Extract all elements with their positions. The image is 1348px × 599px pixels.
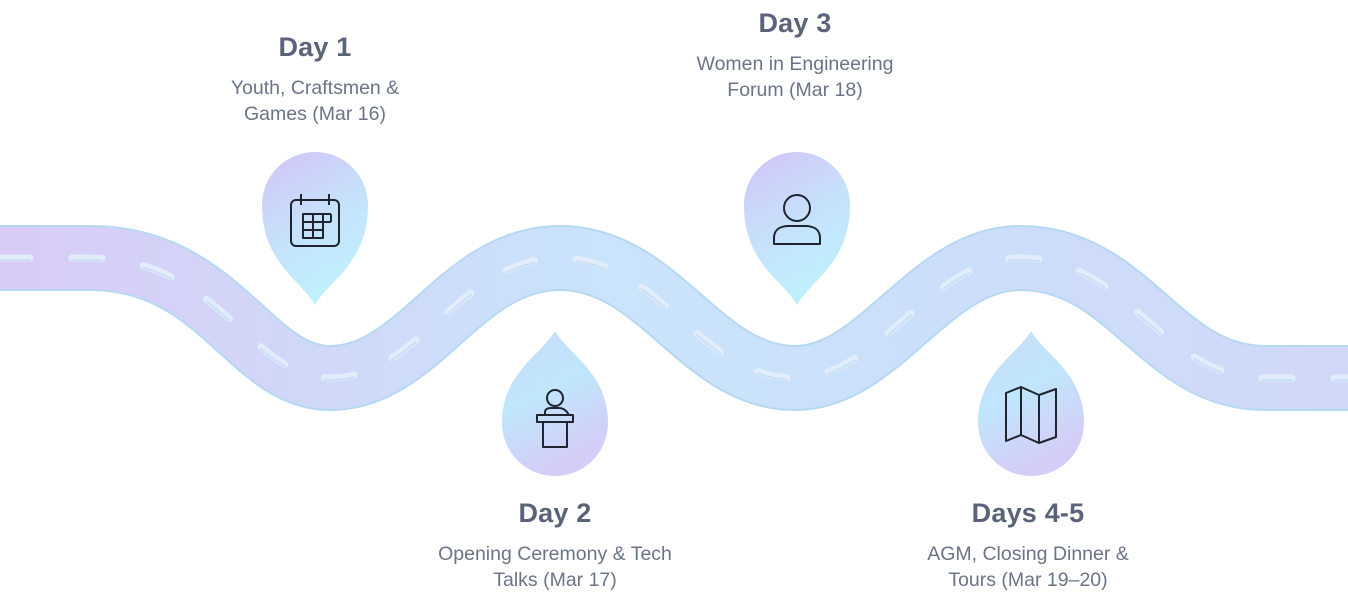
milestone-pin-day-1 xyxy=(262,152,368,305)
pin-shape xyxy=(744,152,850,305)
person-icon xyxy=(773,194,821,245)
milestone-description-text: Women in Engineering Forum (Mar 18) xyxy=(696,53,894,101)
calendar-icon xyxy=(290,194,340,247)
milestone-description-text: AGM, Closing Dinner & Tours (Mar 19–20) xyxy=(927,543,1129,591)
milestone-description: Youth, Craftsmen & Games (Mar 16) xyxy=(200,75,430,127)
milestone-label-day-2: Day 2 Opening Ceremony & Tech Talks (Mar… xyxy=(395,498,715,593)
road xyxy=(0,225,1348,411)
road-fill xyxy=(0,227,1348,409)
milestone-description: Women in Engineering Forum (Mar 18) xyxy=(695,51,895,103)
milestone-description: Opening Ceremony & Tech Talks (Mar 17) xyxy=(430,541,680,593)
milestone-description-text: Opening Ceremony & Tech Talks (Mar 17) xyxy=(438,543,672,591)
milestone-label-day-3: Day 3 Women in Engineering Forum (Mar 18… xyxy=(635,8,955,103)
milestone-title: Day 1 xyxy=(278,32,352,62)
milestone-title: Day 3 xyxy=(758,8,832,38)
milestone-title: Day 2 xyxy=(518,498,592,528)
pin-shape xyxy=(262,152,368,305)
map-icon xyxy=(1005,386,1057,444)
milestone-label-day-1: Day 1 Youth, Craftsmen & Games (Mar 16) xyxy=(155,32,475,127)
milestone-label-days-4-5: Days 4-5 AGM, Closing Dinner & Tours (Ma… xyxy=(868,498,1188,593)
milestone-drop-days-4-5 xyxy=(978,331,1084,476)
milestone-title: Days 4-5 xyxy=(971,498,1085,528)
milestone-description: AGM, Closing Dinner & Tours (Mar 19–20) xyxy=(903,541,1153,593)
drop-shape xyxy=(978,331,1084,476)
milestone-drop-day-2 xyxy=(502,331,608,476)
podium-speaker-icon xyxy=(536,389,574,448)
milestone-description-text: Youth, Craftsmen & Games (Mar 16) xyxy=(230,77,400,125)
milestone-pin-day-3 xyxy=(744,152,850,305)
drop-shape xyxy=(502,331,608,476)
